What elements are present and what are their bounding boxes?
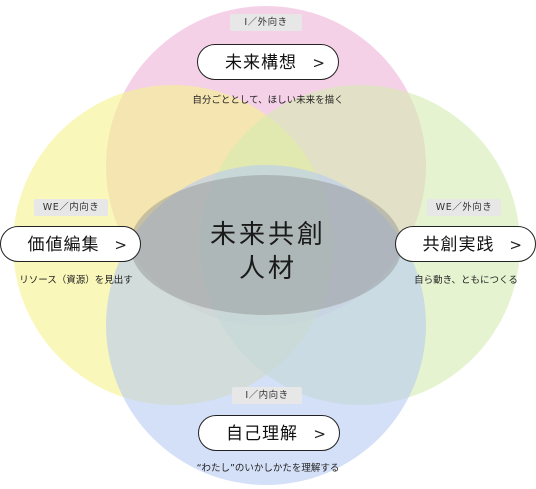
top-title: 未来構想	[225, 53, 297, 73]
bottom-description: “わたし”のいかしかたを理解する	[196, 463, 340, 474]
center-line2: 人材	[238, 254, 297, 284]
kachi-henshu-button[interactable]: 価値編集 >	[0, 226, 141, 262]
top-description: 自分ごととして、ほしい未来を描く	[192, 95, 344, 106]
right-title: 共創実践	[422, 235, 495, 255]
chevron-right-icon: >	[313, 425, 327, 443]
left-tag: WE／内向き	[34, 199, 108, 216]
chevron-right-icon: >	[114, 236, 128, 254]
mirai-kousou-button[interactable]: 未来構想 >	[197, 44, 339, 80]
chevron-right-icon: >	[312, 54, 326, 72]
chevron-right-icon: >	[509, 236, 523, 254]
bottom-title: 自己理解	[226, 424, 298, 444]
top-tag: I／外向き	[230, 14, 302, 31]
left-description: リソース（資源）を見出す	[19, 275, 133, 286]
circle-bottom	[106, 165, 426, 485]
center-line1: 未来共創	[209, 220, 326, 250]
center-label: 未来共創 人材	[168, 218, 368, 286]
left-title: 価値編集	[27, 235, 100, 255]
jiko-rikai-button[interactable]: 自己理解 >	[198, 415, 340, 451]
bottom-tag: I／内向き	[232, 387, 302, 404]
kyousou-jissen-button[interactable]: 共創実践 >	[395, 226, 536, 262]
right-description: 自ら動き、ともにつくる	[414, 275, 518, 286]
center-ellipse	[130, 175, 402, 315]
right-tag: WE／外向き	[427, 199, 501, 216]
